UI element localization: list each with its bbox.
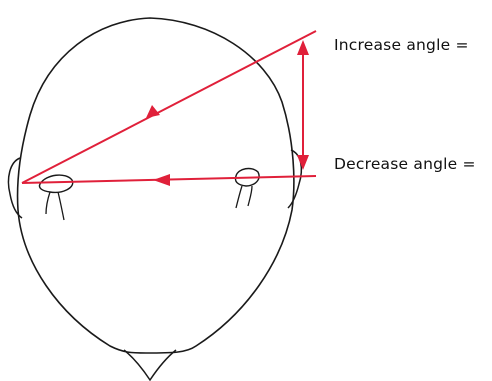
upper-line-arrowhead: [146, 105, 160, 118]
right-eye-mark: [235, 169, 259, 208]
increase-angle-label: Increase angle =: [334, 36, 469, 54]
nose-tip: [124, 350, 176, 380]
horizontal-line-arrowhead: [153, 174, 170, 186]
vertical-arrow-bottom-head: [297, 155, 309, 170]
decrease-angle-label: Decrease angle =: [334, 155, 476, 173]
vertical-arrow-top-head: [297, 40, 309, 55]
